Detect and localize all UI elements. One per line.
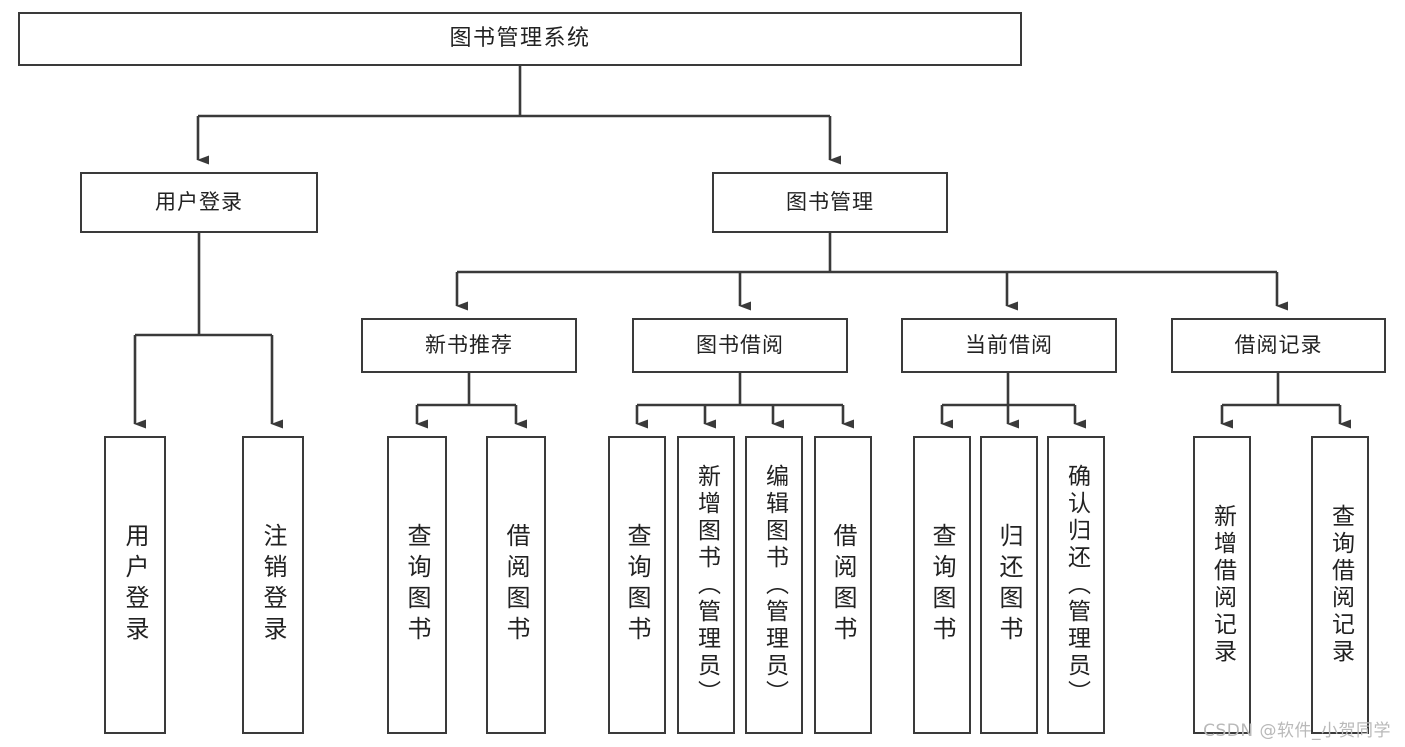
node-label: 查询借阅记录 (1327, 504, 1354, 666)
node-book-management[interactable]: 图书管理 (712, 172, 948, 233)
node-book-borrow[interactable]: 图书借阅 (632, 318, 848, 373)
node-label: 新增图书（管理员） (693, 463, 720, 707)
node-label: 借阅图书 (502, 523, 530, 647)
node-label: 编辑图书（管理员） (761, 463, 788, 707)
leaf-borrow-book[interactable]: 借阅图书 (814, 436, 872, 734)
node-label: 用户登录 (121, 523, 149, 647)
node-label: 确认归还（管理员） (1063, 463, 1090, 707)
leaf-query-book-recommend[interactable]: 查询图书 (387, 436, 447, 734)
node-label: 新增借阅记录 (1209, 504, 1236, 666)
node-label: 查询图书 (403, 523, 431, 647)
leaf-borrow-book-recommend[interactable]: 借阅图书 (486, 436, 546, 734)
node-label: 注销登录 (259, 523, 287, 647)
watermark-text: CSDN @软件_小贺同学 (1203, 721, 1391, 741)
leaf-user-login[interactable]: 用户登录 (104, 436, 166, 734)
leaf-edit-book-admin[interactable]: 编辑图书（管理员） (745, 436, 803, 734)
leaf-query-book-borrow[interactable]: 查询图书 (608, 436, 666, 734)
leaf-return-book[interactable]: 归还图书 (980, 436, 1038, 734)
node-new-book-recommend[interactable]: 新书推荐 (361, 318, 577, 373)
node-user-login[interactable]: 用户登录 (80, 172, 318, 233)
node-label: 查询图书 (623, 523, 651, 647)
node-borrow-records[interactable]: 借阅记录 (1171, 318, 1386, 373)
node-label: 用户登录 (155, 190, 243, 215)
node-label: 图书借阅 (696, 333, 784, 358)
node-label: 查询图书 (928, 523, 956, 647)
node-label: 图书管理系统 (449, 26, 591, 52)
leaf-confirm-return-admin[interactable]: 确认归还（管理员） (1047, 436, 1105, 734)
node-label: 借阅记录 (1234, 333, 1323, 358)
leaf-add-book-admin[interactable]: 新增图书（管理员） (677, 436, 735, 734)
node-label: 借阅图书 (829, 523, 857, 647)
node-label: 图书管理 (786, 190, 874, 215)
node-root-system[interactable]: 图书管理系统 (18, 12, 1022, 66)
node-label: 归还图书 (995, 523, 1023, 647)
leaf-logout-login[interactable]: 注销登录 (242, 436, 304, 734)
node-label: 新书推荐 (425, 333, 513, 358)
node-current-borrow[interactable]: 当前借阅 (901, 318, 1117, 373)
leaf-add-borrow-record[interactable]: 新增借阅记录 (1193, 436, 1251, 734)
node-label: 当前借阅 (965, 333, 1053, 358)
leaf-query-borrow-record[interactable]: 查询借阅记录 (1311, 436, 1369, 734)
leaf-query-book-current[interactable]: 查询图书 (913, 436, 971, 734)
